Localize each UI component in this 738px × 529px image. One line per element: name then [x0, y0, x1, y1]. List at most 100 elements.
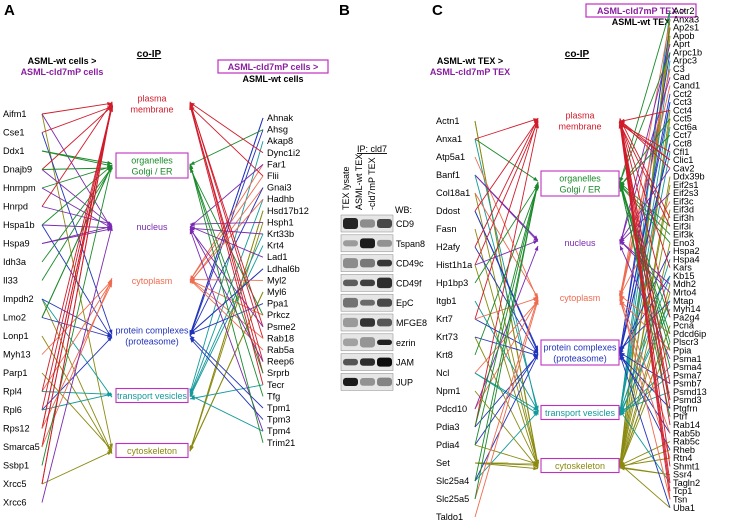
arrowhead	[107, 451, 112, 456]
connection-arrow	[189, 163, 264, 443]
right-gene-apob: Apob	[673, 31, 694, 41]
left-gene-xrcc5: Xrcc5	[3, 479, 27, 489]
right-gene-krt4: Krt4	[267, 241, 284, 251]
right-gene-plscr3: Plscr3	[673, 337, 699, 347]
left-gene-krt8: Krt8	[436, 350, 453, 360]
left-gene-hist1h1a: Hist1h1a	[436, 260, 473, 270]
blot-tspan8: Tspan8	[340, 234, 425, 253]
arrowhead	[109, 443, 113, 449]
arrowhead	[535, 123, 539, 129]
arrowhead	[534, 354, 538, 360]
panel-a-left-header-2: ASML-cld7mP cells	[21, 67, 104, 77]
arrowhead	[620, 240, 625, 246]
right-gene-shmt1: Shmt1	[673, 461, 700, 471]
connection-arrow	[189, 141, 264, 394]
connection-arrow	[189, 101, 264, 339]
left-gene-hp1bp3: Hp1bp3	[436, 278, 468, 288]
connection-arrow	[619, 123, 671, 161]
right-gene-rab5a: Rab5a	[267, 345, 295, 355]
category-box	[115, 442, 189, 459]
right-gene-c3: C3	[673, 64, 685, 74]
connection-arrow	[474, 354, 539, 482]
connection-arrow	[189, 222, 264, 452]
connection-arrow	[474, 121, 539, 266]
left-gene-parp1: Parp1	[3, 368, 28, 378]
right-gene-tpm4: Tpm4	[267, 426, 291, 436]
connection-arrow	[41, 336, 113, 411]
category-label: protein complexes	[543, 343, 617, 353]
connection-arrow	[474, 118, 539, 140]
connection-arrow	[41, 103, 113, 485]
right-gene-tfg: Tfg	[267, 391, 280, 401]
arrowhead	[618, 123, 623, 129]
category-nucleus: nucleus	[136, 222, 168, 232]
category-label: Golgi / ER	[559, 185, 601, 195]
right-gene-mrto4: Mrto4	[673, 288, 697, 298]
panel-a-left-genes: Aifm1Cse1Ddx1Dnajb9HnrnpmHnrpdHspa1bHspa…	[3, 109, 40, 508]
connection-arrow	[474, 299, 539, 518]
left-gene-ddx1: Ddx1	[3, 146, 24, 156]
blot-jup: JUP	[340, 373, 413, 391]
left-gene-col18a1: Col18a1	[436, 188, 470, 198]
arrowhead	[109, 103, 114, 109]
right-gene-clic1: Clic1	[673, 155, 693, 165]
left-gene-rpl6: Rpl6	[3, 405, 22, 415]
right-gene-eif2s1: Eif2s1	[673, 180, 699, 190]
connection-arrow	[41, 164, 113, 318]
left-gene-lonp1: Lonp1	[3, 331, 29, 341]
right-gene-reep6: Reep6	[267, 357, 294, 367]
blot-band	[377, 259, 392, 267]
arrowhead	[534, 118, 539, 124]
connection-arrow	[619, 410, 671, 484]
arrowhead	[190, 279, 195, 285]
connection-arrow	[189, 102, 264, 154]
right-gene-cand1: Cand1	[673, 81, 700, 91]
connection-arrow	[619, 52, 671, 183]
left-gene-impdh2: Impdh2	[3, 294, 34, 304]
right-gene-hsph1: Hsph1	[267, 217, 294, 227]
right-gene-trim21: Trim21	[267, 438, 295, 448]
connection-arrow	[189, 105, 264, 177]
arrowhead	[107, 225, 112, 230]
connection-arrow	[619, 118, 671, 219]
arrowhead	[107, 334, 112, 338]
category-protein-complexes-proteasome: protein complexes(proteasome)	[540, 339, 620, 366]
right-gene-eno3: Eno3	[673, 238, 694, 248]
connection-arrow	[619, 300, 671, 351]
arrowhead	[533, 463, 538, 467]
panel-c-right-genes: Actr2Anxa3Ap2s1ApobAprtArpc1bArpc3C3CadC…	[673, 6, 707, 513]
connection-arrow	[474, 297, 539, 500]
right-gene-ahsg: Ahsg	[267, 125, 288, 135]
connection-arrow	[474, 240, 539, 266]
arrowhead	[108, 329, 113, 335]
blot-band	[360, 377, 375, 386]
connection-arrow	[619, 19, 671, 299]
arrowhead	[109, 164, 113, 170]
category-label: Golgi / ER	[131, 167, 173, 177]
arrowhead	[533, 349, 538, 354]
connection-arrow	[189, 198, 264, 283]
blot-label: ezrin	[396, 338, 416, 348]
connection-arrow	[474, 181, 539, 500]
arrowhead	[108, 226, 113, 232]
connection-arrow	[474, 318, 539, 354]
right-gene-lad1: Lad1	[267, 252, 287, 262]
panel-a: A co-IP ASML-wt cells > ASML-cld7mP cell…	[3, 2, 329, 508]
blot-band	[343, 358, 358, 366]
connection-arrow	[189, 164, 264, 281]
connection-arrow	[189, 221, 264, 225]
connection-arrow	[619, 182, 671, 227]
category-label: plasma	[137, 94, 166, 104]
panel-a-right-header-2: ASML-wt cells	[242, 74, 303, 84]
left-gene-dnajb9: Dnajb9	[3, 165, 32, 175]
connection-arrow	[41, 164, 113, 226]
left-gene-rpl4: Rpl4	[3, 387, 22, 397]
arrowhead	[533, 240, 538, 245]
connection-arrow	[41, 166, 113, 263]
blot-band	[360, 318, 375, 327]
connection-arrow	[474, 185, 539, 356]
connection-arrow	[189, 187, 264, 336]
right-gene-psme2: Psme2	[267, 322, 296, 332]
right-gene-kars: Kars	[673, 263, 692, 273]
